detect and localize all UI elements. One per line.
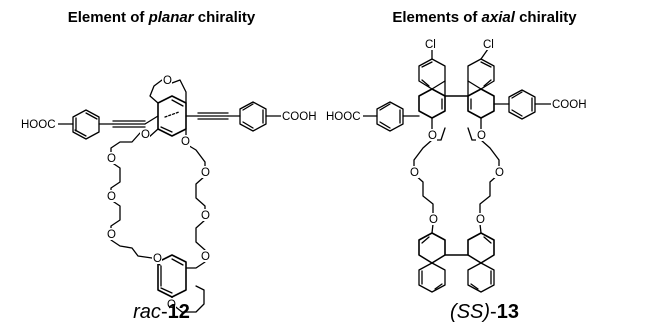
central-arene-ring bbox=[157, 95, 187, 137]
chlorine-atom: Cl bbox=[425, 39, 436, 51]
oxygen-atom: O bbox=[201, 210, 210, 222]
heading-text: Elements of bbox=[392, 9, 482, 26]
oxygen-atom: O bbox=[410, 167, 419, 179]
oxygen-atom: O bbox=[495, 167, 504, 179]
bottom-arene-ring bbox=[157, 254, 187, 298]
benzene-ring-right bbox=[508, 89, 536, 120]
chlorine-atom: Cl bbox=[483, 39, 494, 51]
heading-text: chirality bbox=[193, 9, 256, 26]
oxygen-atom: O bbox=[181, 136, 190, 148]
chemical-structure-ss-13: Cl Cl HOOC COOH O O O O O O bbox=[325, 37, 589, 293]
carboxyl-group-left: HOOC bbox=[326, 111, 361, 123]
naphthalene-upper-left bbox=[418, 58, 446, 119]
heading-emphasis: axial bbox=[481, 9, 515, 26]
atom-labels: HOOC COOH O O O O O O O O O O O bbox=[20, 74, 319, 311]
oxygen-atom: O bbox=[107, 229, 116, 241]
oxygen-atom: O bbox=[429, 214, 438, 226]
oxygen-atom: O bbox=[476, 214, 485, 226]
oxygen-atom: O bbox=[107, 191, 116, 203]
oxygen-atom: O bbox=[201, 251, 210, 263]
carboxyl-group-right: COOH bbox=[282, 111, 317, 123]
benzene-ring-left bbox=[376, 101, 404, 132]
oxygen-atom: O bbox=[153, 253, 162, 265]
benzene-ring-right bbox=[239, 101, 267, 132]
naphthalene-upper-right bbox=[467, 58, 495, 119]
compound-label-rac-12: rac-12 bbox=[0, 301, 323, 324]
carboxyl-group-left: HOOC bbox=[21, 119, 56, 131]
compound-label-ss-13: (SS)-13 bbox=[323, 301, 646, 324]
atom-labels: Cl Cl HOOC COOH O O O O O O bbox=[325, 37, 589, 226]
oxygen-atom: O bbox=[167, 299, 176, 311]
naphthalene-lower-left bbox=[418, 232, 446, 293]
structure-panel-ss-13: Elements of axial chirality bbox=[323, 0, 646, 334]
naphthalene-lower-right bbox=[467, 232, 495, 293]
heading-emphasis: planar bbox=[148, 9, 194, 26]
heading-text: Element of bbox=[67, 9, 149, 26]
benzene-ring-left bbox=[72, 109, 100, 140]
oxygen-atom: O bbox=[428, 130, 437, 142]
compound-number: 12 bbox=[167, 301, 190, 323]
label-separator: - bbox=[490, 301, 497, 323]
label-prefix: rac bbox=[133, 301, 161, 323]
label-separator: - bbox=[160, 301, 168, 323]
oxygen-atom: O bbox=[141, 129, 150, 141]
label-prefix: (SS) bbox=[450, 301, 491, 323]
heading-text: chirality bbox=[514, 9, 577, 26]
heading-axial-chirality: Elements of axial chirality bbox=[323, 9, 646, 26]
oxygen-atom: O bbox=[477, 130, 486, 142]
oxygen-atom: O bbox=[201, 167, 210, 179]
carboxyl-group-right: COOH bbox=[552, 99, 587, 111]
chemical-structure-rac-12: HOOC COOH O O O O O O O O O O O bbox=[20, 74, 319, 313]
oxygen-atom: O bbox=[163, 75, 172, 87]
compound-number: 13 bbox=[496, 301, 519, 323]
heading-planar-chirality: Element of planar chirality bbox=[0, 9, 323, 26]
structure-panel-rac-12: Element of planar chirality bbox=[0, 9, 323, 324]
oxygen-atom: O bbox=[107, 153, 116, 165]
